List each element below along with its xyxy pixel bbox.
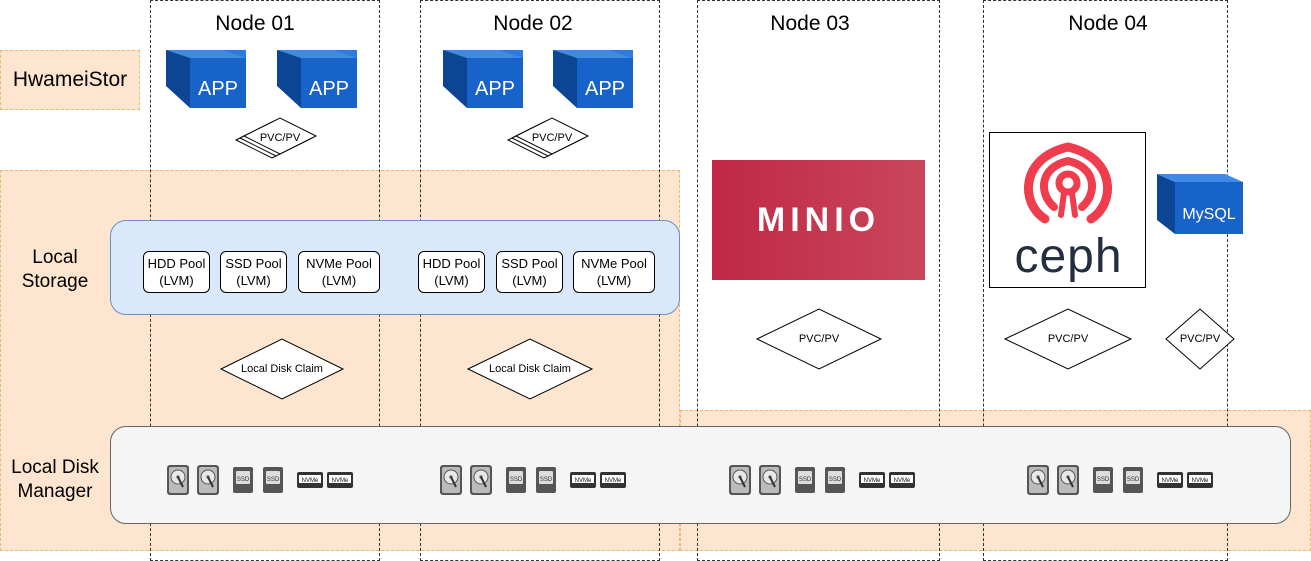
ssd-icon: [795, 467, 815, 493]
pvc-label: PVC/PV: [1047, 333, 1089, 345]
ssd-icon: [263, 467, 283, 493]
hwameistor-label: HwameiStor: [0, 50, 140, 110]
app-label: APP: [197, 78, 239, 100]
local-storage-label: Local Storage: [21, 247, 89, 292]
nvme-icon: [1157, 472, 1183, 488]
pvc-diamond-node4-mysql: [1165, 308, 1235, 370]
nvme-icon: [570, 472, 596, 488]
hdd-icon: [1026, 464, 1050, 496]
minio-logo-text: MINIO: [756, 200, 881, 239]
nvme-pool: NVMe Pool (LVM): [298, 251, 380, 293]
pvc-stack-node2: [506, 117, 590, 159]
hdd-icon: [166, 464, 190, 496]
ssd-pool: SSD Pool (LVM): [220, 251, 287, 293]
app-label: APP: [308, 78, 350, 100]
claim-diamonds: [219, 308, 1235, 400]
nvme-icon: [889, 472, 915, 488]
pvc-label: PVC/PV: [798, 333, 840, 345]
nvme-icon: [859, 472, 885, 488]
hdd-icon: [439, 464, 463, 496]
hdd-icon: [1056, 464, 1080, 496]
nvme-icon: [600, 472, 626, 488]
node-title: Node 04: [1068, 12, 1148, 35]
hdd-pool: HDD Pool (LVM): [418, 251, 485, 293]
pvc-diamond-node4-ceph: [1003, 308, 1133, 370]
ssd-pool: SSD Pool (LVM): [496, 251, 563, 293]
minio-logo: MINIO: [712, 160, 925, 280]
hdd-icon: [728, 464, 752, 496]
pvc-label: PVC/PV: [531, 132, 573, 144]
hdd-pool: HDD Pool (LVM): [143, 251, 210, 293]
ssd-icon: [536, 467, 556, 493]
node-title: Node 03: [770, 12, 850, 35]
mysql-label: MySQL: [1182, 206, 1236, 223]
local-disk-claim-label: Local Disk Claim: [241, 363, 323, 375]
hdd-icon: [758, 464, 782, 496]
pvc-label: PVC/PV: [1179, 333, 1221, 345]
pvc-label: PVC/PV: [259, 132, 301, 144]
hdd-icon: [196, 464, 220, 496]
nvme-icon: [297, 472, 323, 488]
ldc-diamond-node1: [219, 338, 345, 400]
local-disk-claim-label: Local Disk Claim: [489, 363, 571, 375]
ssd-icon: [506, 467, 526, 493]
nvme-icon: [327, 472, 353, 488]
mysql-cube-icon: [1157, 174, 1243, 234]
ldc-diamond-node2: [466, 338, 594, 400]
pvc-diamond-node3: [755, 308, 883, 370]
node-title: Node 02: [493, 12, 573, 35]
local-disk-manager-label: Local Disk Manager: [11, 457, 99, 502]
ceph-emblem-icon: [1023, 142, 1113, 224]
nvme-pool: NVMe Pool (LVM): [573, 251, 655, 293]
app-cubes-svg: [166, 50, 633, 108]
pvc-stack-diamonds: [234, 117, 590, 159]
disk-icons: SSD NVMe: [166, 464, 1213, 496]
hdd-icon: [469, 464, 493, 496]
nvme-icon: [1187, 472, 1213, 488]
ssd-icon: [1093, 467, 1113, 493]
ssd-icon: [233, 467, 253, 493]
node-title: Node 01: [215, 12, 295, 35]
ceph-logo: ceph: [989, 132, 1146, 288]
app-label: APP: [584, 78, 626, 100]
ssd-icon: [825, 467, 845, 493]
pvc-stack-node1: [234, 117, 318, 159]
ceph-logo-text: ceph: [1014, 230, 1123, 283]
ssd-icon: [1123, 467, 1143, 493]
app-label: APP: [474, 78, 516, 100]
